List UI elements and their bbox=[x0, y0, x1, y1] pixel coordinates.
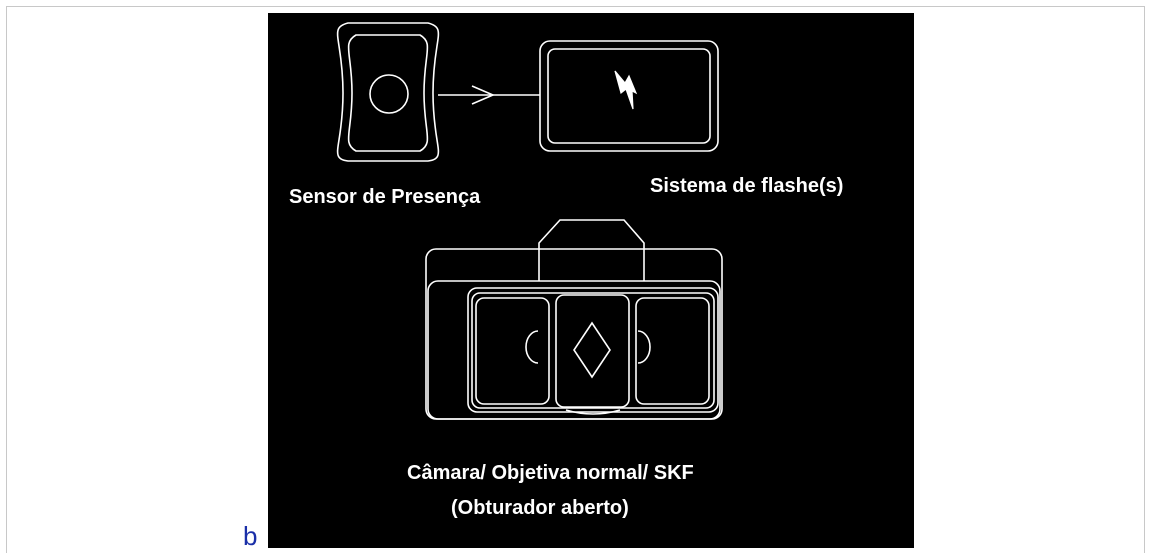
sensor-label: Sensor de Presença bbox=[289, 186, 481, 208]
camera-label-line1: Câmara/ Objetiva normal/ SKF bbox=[407, 462, 694, 484]
diagram-canvas: Sensor de Presença Sistema de flashe(s) … bbox=[268, 13, 914, 548]
flash-unit-icon bbox=[539, 40, 719, 152]
flash-label: Sistema de flashe(s) bbox=[650, 175, 844, 197]
figure-frame bbox=[6, 6, 1145, 553]
arrow-connector bbox=[438, 85, 540, 105]
presence-sensor-icon bbox=[336, 22, 440, 162]
camera-icon bbox=[425, 219, 723, 420]
camera-label-line2: (Obturador aberto) bbox=[451, 497, 629, 519]
panel-label: b bbox=[243, 521, 258, 551]
